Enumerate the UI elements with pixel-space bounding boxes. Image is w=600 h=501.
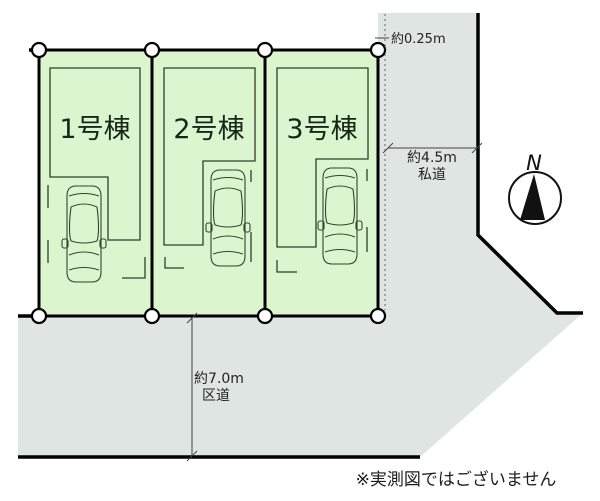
plot-1-label: 1号棟 — [59, 114, 130, 145]
boundary-marker — [143, 307, 161, 325]
plot-3-label: 3号棟 — [286, 114, 357, 145]
car-icon — [205, 169, 251, 267]
compass: N — [508, 151, 562, 225]
side-road-right-edge — [476, 13, 583, 315]
dimension-tick — [186, 312, 198, 324]
car-icon — [61, 185, 107, 283]
plot-2-building-outline — [163, 67, 256, 246]
side-road-dimension: 約4.5m 私道 — [382, 142, 483, 183]
parking-corner-mark — [276, 260, 297, 273]
plot-1-area — [37, 48, 154, 318]
plot-3-building-outline — [276, 67, 369, 248]
plot-2-parking-marks — [164, 170, 252, 269]
plot-1-building-outline — [49, 67, 141, 241]
dimension-tick — [382, 142, 394, 154]
plot-1-parking-marks — [47, 185, 146, 279]
road-area — [18, 13, 583, 457]
boundary-marker — [369, 307, 387, 325]
plot-3 — [263, 48, 380, 318]
front-road-dimension: 約7.0m 区道 — [186, 312, 244, 462]
boundary-marker — [30, 41, 48, 59]
side-road-width-label: 約4.5m — [407, 150, 457, 166]
boundary-marker — [369, 41, 387, 59]
disclaimer-text: ※実測図ではございません — [356, 469, 557, 490]
plot-1 — [37, 48, 154, 318]
car-icon — [317, 167, 363, 265]
plot-2-label: 2号棟 — [173, 114, 244, 145]
parking-corner-mark — [164, 257, 184, 269]
plot-2 — [150, 48, 267, 318]
dimension-tick — [186, 450, 198, 462]
boundary-marker — [256, 41, 274, 59]
plot-2-area — [150, 48, 267, 318]
dimension-tick — [471, 142, 483, 154]
front-road-type-label: 区道 — [202, 388, 230, 404]
plot-3-area — [263, 48, 380, 318]
boundary-marker — [143, 41, 161, 59]
boundary-markers — [30, 41, 387, 325]
parking-corner-mark — [122, 257, 146, 279]
plot-3-parking-marks — [276, 169, 368, 273]
compass-needle-icon — [520, 174, 545, 220]
compass-north-label: N — [526, 151, 542, 175]
side-road-type-label: 私道 — [418, 167, 446, 183]
boundary-marker — [256, 307, 274, 325]
offset-dimension-label: 約0.25m — [391, 32, 446, 47]
front-road-width-label: 約7.0m — [194, 371, 244, 387]
boundary-marker — [30, 307, 48, 325]
